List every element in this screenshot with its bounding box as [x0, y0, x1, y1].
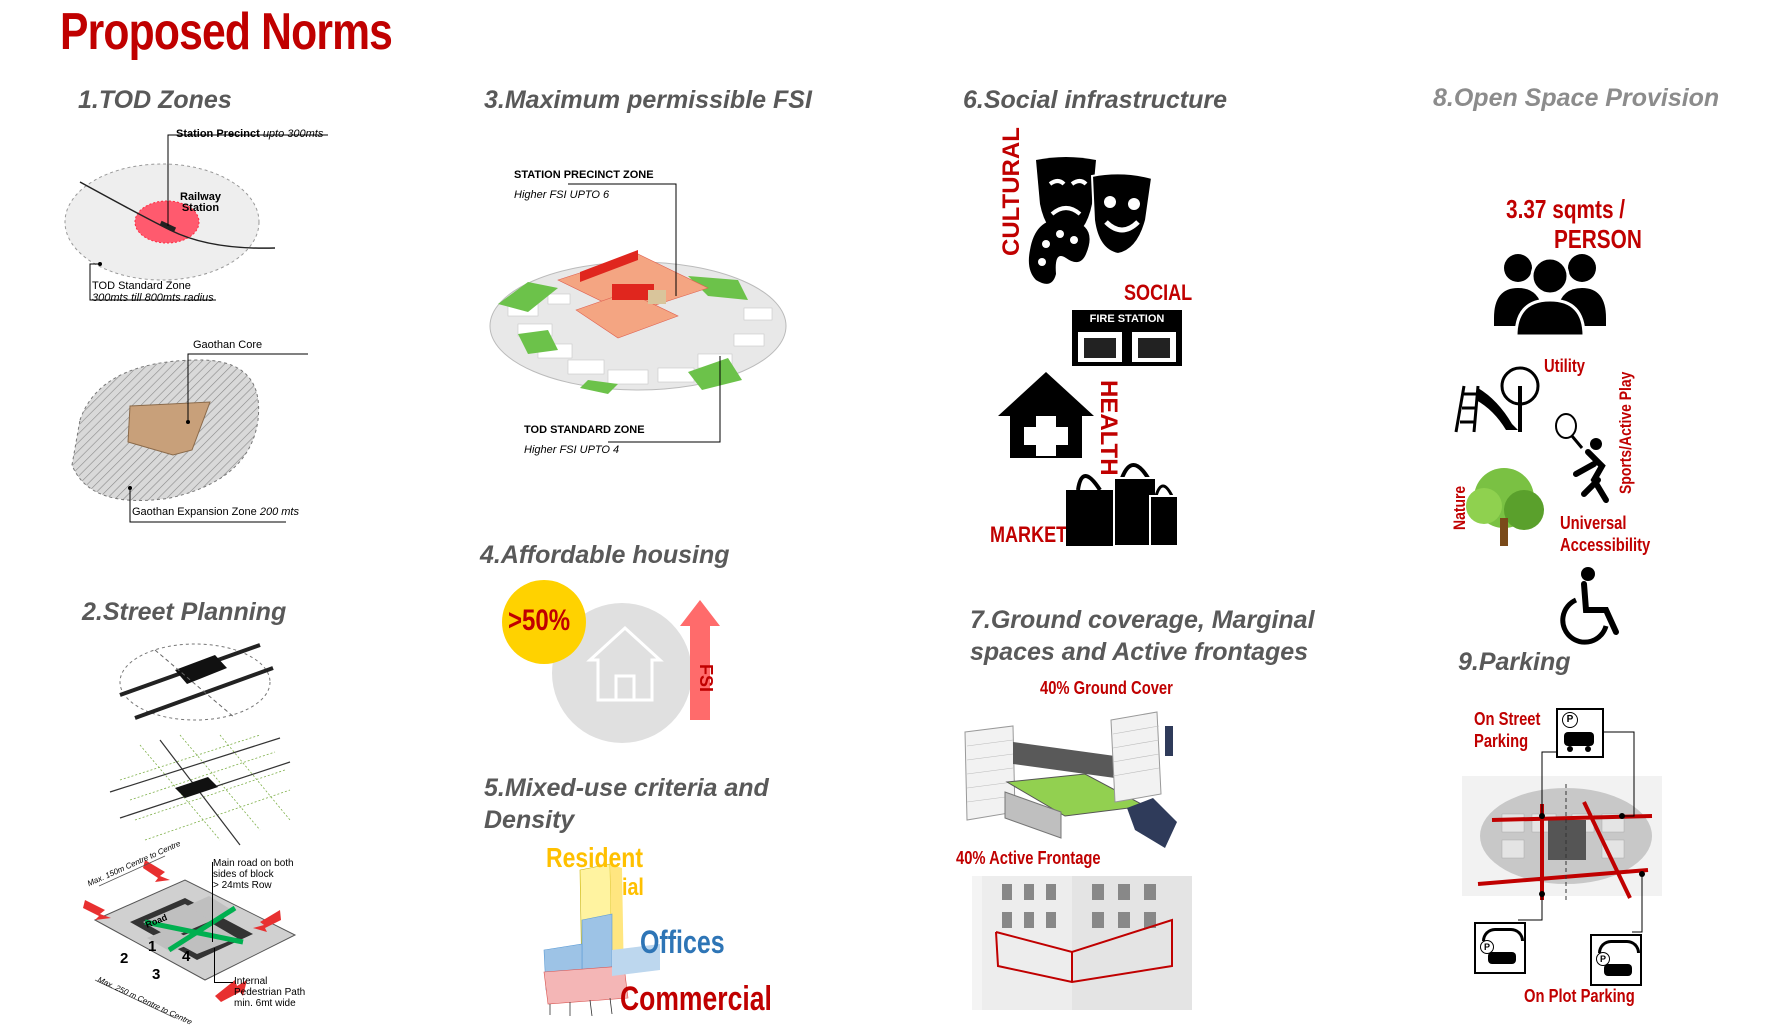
heading-affordable-housing: 4.Affordable housing [480, 541, 730, 569]
mixed-use-building [543, 863, 660, 1017]
heading-social-infra: 6.Social infrastructure [963, 86, 1227, 114]
fire-truck-icon [1138, 338, 1170, 358]
label-fsi-4: Higher FSI UPTO 4 [524, 444, 620, 456]
car-wheel [1585, 746, 1591, 752]
car-icon [1488, 952, 1516, 964]
label-ground-cover: 40% Ground Cover [1040, 678, 1173, 698]
label-station-precinct-zone: STATION PRECINCT ZONE [514, 169, 654, 181]
people-group-icon [1494, 254, 1606, 338]
heading-parking: 9.Parking [1458, 648, 1571, 676]
label-50-percent: >50% [508, 604, 571, 637]
parking-p-badge: P [1480, 940, 1494, 954]
leader-main-road [212, 862, 213, 942]
heading-open-space: 8.Open Space Provision [1433, 84, 1720, 112]
label-tod-standard-zone: TOD STANDARD ZONE [524, 424, 645, 436]
garage-roof-icon [1482, 928, 1524, 941]
label-utility: Utility [1544, 356, 1586, 376]
street-plan-diagram-3 [83, 855, 297, 1019]
parking-p-badge: P [1596, 952, 1610, 966]
fire-station-icon: FIRE STATION [1072, 310, 1182, 366]
label-fsi-6: Higher FSI UPTO 6 [514, 189, 610, 201]
heading-max-fsi: 3.Maximum permissible FSI [484, 86, 812, 114]
label-offices: Offices [640, 924, 725, 960]
health-house-icon [998, 372, 1094, 458]
label-residential-2: ial [622, 874, 644, 901]
label-social: SOCIAL [1124, 280, 1193, 305]
label-gaothan-expansion: Gaothan Expansion Zone 200 mts [132, 506, 299, 518]
heading-mixed-use-2: Density [484, 806, 575, 834]
label-per-person: PERSON [1554, 224, 1642, 254]
active-frontage-diagram [972, 876, 1192, 1010]
heading-ground-coverage-2: spaces and Active frontages [970, 638, 1309, 666]
car-wheel [1567, 746, 1573, 752]
heading-tod-zones: 1.TOD Zones [78, 86, 232, 114]
heading-mixed-use: 5.Mixed-use criteria and [484, 774, 769, 802]
fire-truck-icon [1084, 338, 1116, 358]
label-gaothan-core: Gaothan Core [193, 339, 263, 351]
street-plan-diagram-1 [119, 643, 274, 721]
heading-street-planning: 2.Street Planning [82, 598, 287, 626]
page-title: Proposed Norms [60, 3, 393, 61]
label-market: MARKET [990, 522, 1068, 547]
sports-player-icon [1555, 413, 1609, 503]
label-sports: Sports/Active Play [1616, 371, 1635, 494]
parking-p-badge: P [1562, 712, 1578, 728]
street-plan-diagram-2 [109, 734, 291, 846]
gaothan-diagram [71, 353, 308, 523]
label-commercial: Commercial [620, 980, 772, 1018]
on-street-parking-icon: P [1556, 708, 1604, 758]
label-residential: Resident [546, 842, 643, 873]
car-icon [1564, 732, 1594, 746]
car-icon [1604, 964, 1632, 976]
label-on-plot-parking: On Plot Parking [1524, 986, 1635, 1006]
tod-zones-diagram [64, 134, 328, 301]
label-active-frontage: 40% Active Frontage [956, 848, 1101, 868]
fsi-city-diagram [489, 183, 787, 443]
on-plot-parking-icon-2: P [1590, 934, 1642, 986]
label-nature: Nature [1450, 485, 1469, 530]
on-plot-parking-icon-1: P [1474, 922, 1526, 974]
label-station-precinct: Station Precinct upto 300mts [176, 128, 324, 140]
label-cultural: CULTURAL [998, 127, 1025, 256]
wheelchair-icon [1560, 567, 1619, 645]
block-3: 3 [152, 966, 161, 983]
heading-ground-coverage: 7.Ground coverage, Marginal [970, 606, 1315, 634]
block-2: 2 [120, 950, 129, 967]
ground-cover-diagram [964, 711, 1177, 848]
block-1: 1 [148, 938, 157, 955]
affordable-housing-diagram [502, 580, 720, 743]
cultural-masks-icon [1028, 157, 1154, 284]
leader-internal-path [214, 948, 233, 983]
block-4: 4 [182, 948, 191, 965]
nature-tree-icon [1466, 468, 1544, 546]
playground-slide-icon [1454, 366, 1540, 433]
label-fsi-arrow: FSI [696, 664, 716, 693]
garage-roof-icon [1598, 940, 1640, 953]
shopping-bags-icon [1066, 463, 1179, 547]
parking-diagram [1462, 731, 1662, 933]
label-fire-station: FIRE STATION [1089, 313, 1165, 325]
label-open-space-ratio: 3.37 sqmts / [1506, 194, 1626, 224]
